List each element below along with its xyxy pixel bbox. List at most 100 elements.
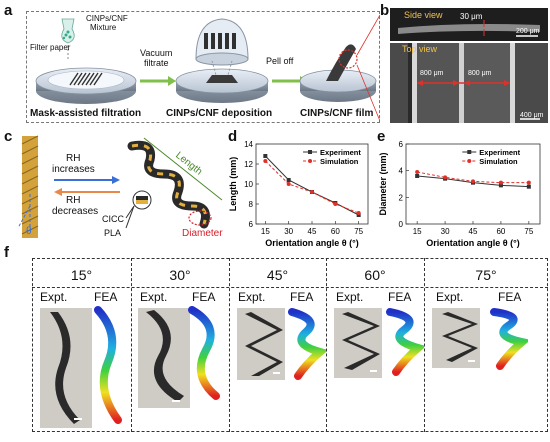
data-point	[415, 170, 420, 174]
expt-photo-30	[138, 308, 190, 408]
arrow-vacuum-filtrate	[140, 76, 176, 86]
expt-photo-60	[334, 308, 382, 378]
legend-label: Experiment	[320, 148, 361, 157]
fea-header-1: FEA	[94, 290, 118, 304]
panel-c-schematic	[17, 135, 223, 238]
x-tick-label: 75	[524, 227, 533, 236]
data-point	[263, 154, 268, 158]
panel-f-frame	[32, 258, 548, 432]
panel-f-header-divider	[32, 287, 548, 288]
x-tick-label: 60	[331, 227, 340, 236]
expt-header-5: Expt.	[436, 290, 464, 304]
fea-model-75	[490, 308, 528, 370]
x-tick-label: 45	[308, 227, 317, 236]
pla-label: PLA	[104, 228, 122, 238]
x-tick-label: 30	[441, 227, 450, 236]
step1-label: Mask-assisted filtration	[30, 108, 142, 119]
panel-label-d: d	[228, 128, 238, 145]
arrow-rh-increase	[54, 176, 120, 184]
legend-label: Simulation	[479, 157, 518, 166]
filter-paper-label: Filter paper	[30, 43, 71, 52]
angle-30: 30°	[169, 267, 191, 283]
fea-model-45	[288, 308, 326, 380]
x-axis-label: Orientation angle θ (°)	[265, 238, 358, 248]
series-line-1	[264, 160, 359, 214]
filter-disk-1	[35, 67, 137, 104]
expt-photo-75	[432, 308, 480, 368]
y-tick-label: 12	[244, 160, 253, 169]
y-tick-label: 6	[249, 220, 254, 229]
x-axis-label: Orientation angle θ (°)	[426, 238, 519, 248]
expt-header-2: Expt.	[140, 290, 168, 304]
y-tick-label: 6	[399, 140, 404, 149]
x-tick-label: 45	[469, 227, 478, 236]
fea-model-30	[188, 306, 220, 400]
x-tick-label: 60	[496, 227, 505, 236]
x-tick-label: 75	[354, 227, 363, 236]
panel-a	[26, 11, 380, 123]
fea-model-60	[386, 308, 424, 376]
panel-f-divider-2	[229, 258, 230, 432]
data-point	[310, 190, 314, 194]
rh-inc-1: RH	[66, 153, 81, 164]
rh-inc-2: increases	[52, 164, 95, 175]
step2-label: CINPs/CNF deposition	[166, 108, 273, 119]
legend-label: Experiment	[479, 148, 520, 157]
expt-photo-45	[237, 308, 285, 380]
panel-f-divider-3	[326, 258, 327, 432]
y-tick-label: 4	[399, 167, 404, 176]
helix-coil	[125, 137, 223, 229]
expt-header-1: Expt.	[40, 290, 68, 304]
step3-label: CINPs/CNF film	[300, 108, 374, 119]
y-tick-label: 0	[399, 220, 404, 229]
mixture-flask-icon	[61, 18, 75, 61]
data-point	[471, 179, 475, 184]
side-view-label: Side view	[404, 10, 443, 20]
diameter-label: Diameter	[182, 228, 223, 239]
y-tick-label: 14	[244, 140, 253, 149]
legend-marker	[467, 150, 472, 154]
fea-model-15	[94, 306, 122, 424]
panel-a-schematic	[35, 14, 380, 122]
scale-top-label: 200 μm	[516, 28, 540, 35]
fea-header-4: FEA	[388, 290, 412, 304]
fea-header-3: FEA	[290, 290, 314, 304]
rh-dec-2: decreases	[52, 206, 99, 217]
angle-75: 75°	[475, 267, 497, 283]
data-point	[333, 202, 338, 206]
data-point	[415, 174, 420, 178]
data-point	[526, 184, 531, 189]
panel-label-b: b	[380, 2, 390, 19]
legend-marker	[308, 150, 313, 154]
y-tick-label: 10	[244, 180, 253, 189]
panel-f-divider-1	[131, 258, 132, 432]
expt-photo-15	[40, 308, 92, 428]
expt-header-3: Expt.	[238, 290, 266, 304]
data-point	[286, 178, 291, 182]
sem-top-view	[390, 43, 548, 123]
sem-side-view	[390, 8, 548, 41]
angle-45: 45°	[266, 267, 289, 283]
data-point	[498, 180, 503, 185]
data-point	[356, 213, 361, 217]
vacuum-label-1: Vacuum	[140, 48, 173, 58]
mixture-label-2: Mixture	[90, 23, 117, 32]
mixture-label-1: CINPs/CNF	[86, 14, 128, 23]
panel-f-divider-4	[424, 258, 425, 432]
x-tick-label: 30	[284, 227, 293, 236]
data-point	[356, 211, 361, 215]
rh-dec-1: RH	[66, 195, 81, 206]
panel-label-e: e	[377, 128, 386, 145]
fea-header-5: FEA	[498, 290, 522, 304]
x-tick-label: 15	[261, 227, 270, 236]
panel-label-c: c	[4, 128, 13, 145]
deposition-magnified	[195, 18, 249, 76]
strip-straight	[17, 135, 39, 238]
y-axis-label: Diameter (mm)	[378, 152, 388, 215]
expt-header-4: Expt.	[336, 290, 364, 304]
y-axis-label: Length (mm)	[228, 157, 238, 212]
legend-label: Simulation	[320, 157, 359, 166]
panel-label-a: a	[4, 2, 13, 19]
